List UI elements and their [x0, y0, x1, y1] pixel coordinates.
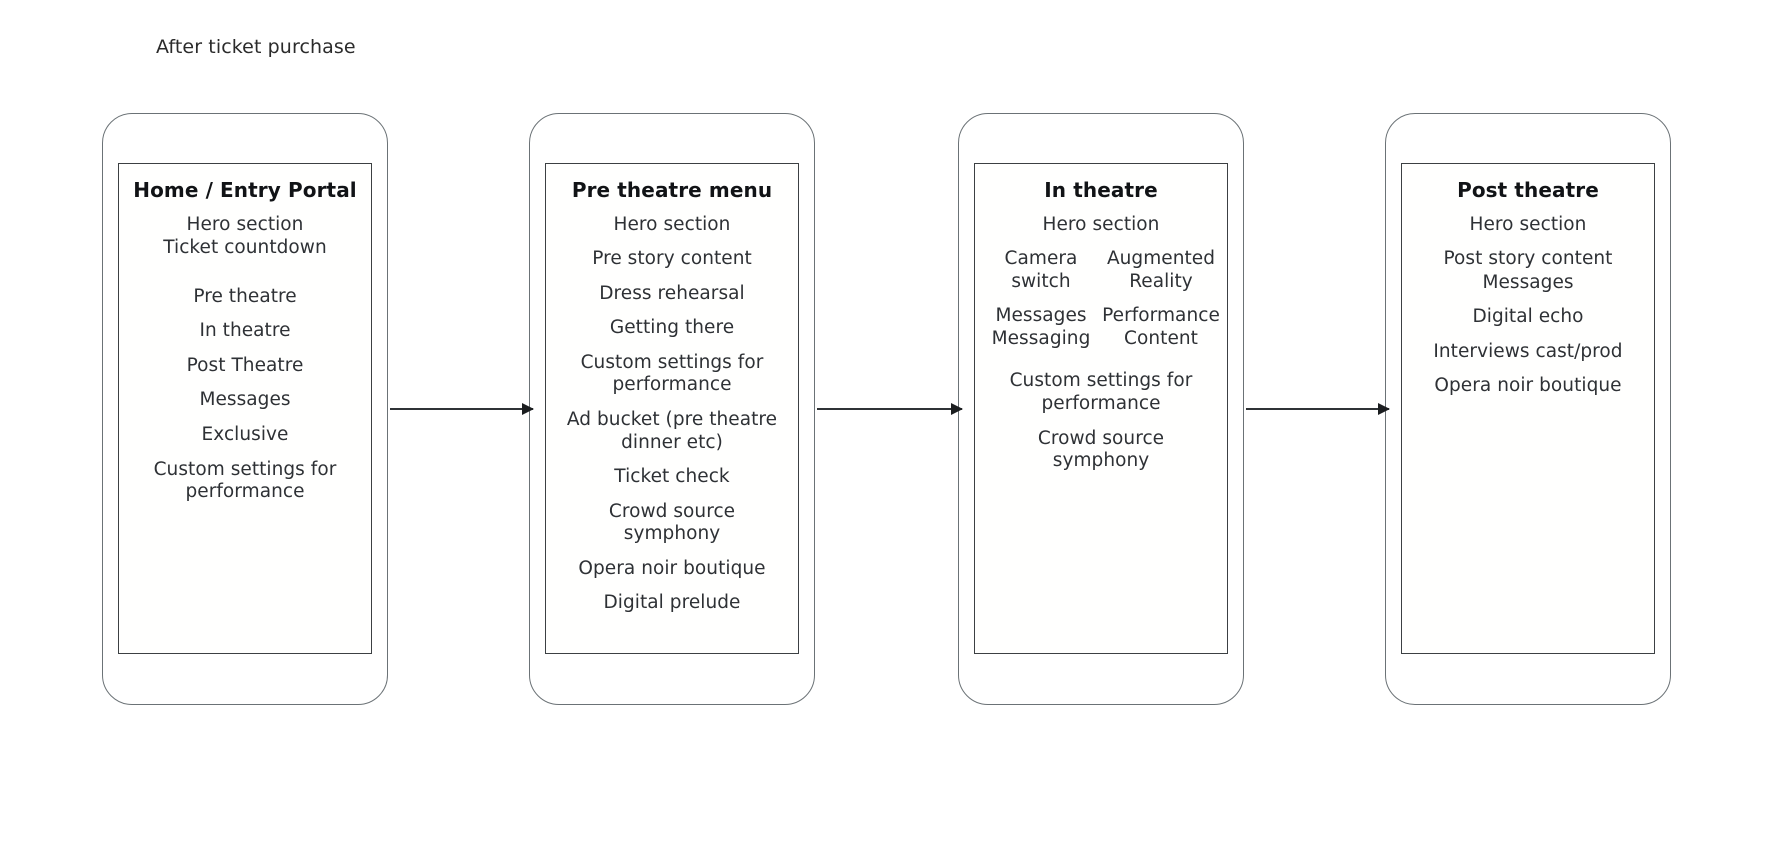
screen-item[interactable]: Crowd source symphony [1037, 427, 1165, 472]
screen-item[interactable]: Camera switch [1004, 248, 1078, 292]
arrow-head-icon [522, 402, 534, 415]
screen-item[interactable]: Custom settings for performance [1009, 370, 1193, 414]
screen-title: Pre theatre menu [571, 178, 773, 202]
screen-item[interactable]: Exclusive [201, 423, 289, 445]
screen-item-row: Camera switch Augmented Reality [981, 248, 1221, 293]
screen-post-theatre: Post theatre Hero section Post story con… [1401, 163, 1655, 654]
screen-title: Post theatre [1457, 178, 1599, 202]
screen-item[interactable]: Hero section [613, 213, 731, 235]
screen-item[interactable]: Digital echo [1472, 306, 1584, 328]
screen-item[interactable]: Custom settings for performance [153, 458, 337, 503]
arrow-home-to-pre [390, 402, 534, 415]
screen-item[interactable]: Messages Messaging [991, 305, 1091, 349]
phone-frame-home-entry-portal: Home / Entry Portal Hero section Ticket … [102, 113, 388, 705]
phone-frame-post-theatre: Post theatre Hero section Post story con… [1385, 113, 1671, 705]
arrow-shaft [817, 408, 962, 410]
screen-item[interactable]: Messages [199, 389, 291, 411]
screen-item[interactable]: Augmented Reality [1106, 248, 1216, 292]
screen-item[interactable]: Opera noir boutique [1434, 375, 1622, 397]
screen-item[interactable]: Ad bucket (pre theatre dinner etc) [566, 408, 778, 453]
screen-item[interactable]: Custom settings for performance [580, 351, 764, 396]
screen-title: In theatre [1044, 178, 1158, 202]
screen-item[interactable]: Digital prelude [603, 592, 741, 614]
screen-item[interactable]: Opera noir boutique [578, 557, 766, 579]
phone-frame-pre-theatre-menu: Pre theatre menu Hero section Pre story … [529, 113, 815, 705]
arrow-shaft [1246, 408, 1389, 410]
screen-item[interactable]: Ticket check [614, 466, 730, 488]
screen-item[interactable]: Hero section [1042, 213, 1160, 235]
screen-home-entry-portal: Home / Entry Portal Hero section Ticket … [118, 163, 372, 654]
screen-item[interactable]: Hero section [1469, 213, 1587, 235]
screen-item[interactable]: Post story content [1443, 248, 1613, 270]
screen-item[interactable]: Dress rehearsal [599, 282, 745, 304]
screen-item[interactable]: Performance Content [1102, 305, 1220, 349]
arrow-head-icon [1378, 402, 1390, 415]
screen-item[interactable]: In theatre [199, 320, 291, 342]
screen-item[interactable]: Post Theatre [186, 354, 304, 376]
screen-item[interactable]: Ticket countdown [163, 237, 327, 259]
screen-item[interactable]: Pre story content [592, 248, 752, 270]
arrow-pre-to-in [817, 402, 963, 415]
screen-item[interactable]: Pre theatre [193, 285, 297, 307]
screen-pre-theatre-menu: Pre theatre menu Hero section Pre story … [545, 163, 799, 654]
screen-item-row: Messages Messaging Performance Content [981, 305, 1221, 350]
phone-frame-in-theatre: In theatre Hero section Camera switch Au… [958, 113, 1244, 705]
screen-item[interactable]: Interviews cast/prod [1433, 340, 1623, 362]
screen-item[interactable]: Hero section [186, 213, 304, 235]
screen-in-theatre: In theatre Hero section Camera switch Au… [974, 163, 1228, 654]
diagram-caption: After ticket purchase [156, 36, 356, 58]
screen-title: Home / Entry Portal [133, 178, 357, 202]
screen-item[interactable]: Messages [1482, 271, 1574, 293]
screen-item[interactable]: Crowd source symphony [608, 500, 736, 545]
arrow-in-to-post [1246, 402, 1390, 415]
arrow-head-icon [951, 402, 963, 415]
screen-item[interactable]: Getting there [609, 317, 735, 339]
arrow-shaft [390, 408, 533, 410]
